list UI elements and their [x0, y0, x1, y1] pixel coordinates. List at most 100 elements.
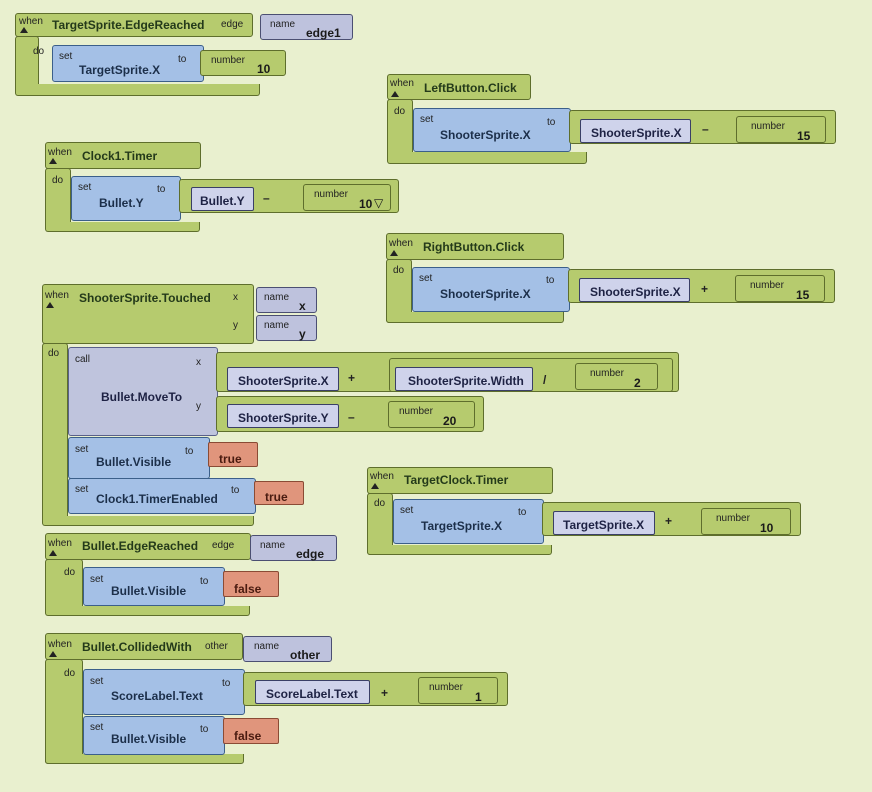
get-shootersprite-x[interactable]: ShooterSprite.X — [580, 119, 691, 143]
set-prop: Clock1.TimerEnabled — [96, 492, 218, 506]
param-name-value: other — [290, 648, 320, 662]
event-title: Clock1.Timer — [82, 149, 158, 163]
set-prop: Bullet.Visible — [111, 584, 187, 598]
set-targetsprite-x[interactable]: set TargetSprite.X to — [52, 45, 204, 82]
set-targetsprite-x[interactable]: set TargetSprite.X to — [393, 499, 544, 544]
do-label: do — [394, 106, 406, 117]
collapse-icon[interactable] — [49, 158, 57, 164]
number-block[interactable]: number 10 — [701, 508, 791, 535]
collapse-icon[interactable] — [46, 302, 54, 308]
name-param[interactable]: name edge1 — [260, 14, 353, 40]
event-title: Bullet.EdgeReached — [82, 539, 199, 553]
to-label: to — [222, 678, 231, 689]
set-bullet-y[interactable]: set Bullet.Y to — [71, 176, 181, 221]
set-shootersprite-x[interactable]: set ShooterSprite.X to — [413, 108, 571, 152]
number-block[interactable]: number 10 ▽ — [303, 184, 391, 211]
set-scorelabel-text[interactable]: set ScoreLabel.Text to — [83, 669, 245, 715]
number-label: number — [399, 406, 433, 417]
get-prop: TargetSprite.X — [563, 518, 645, 532]
to-label: to — [200, 724, 209, 735]
get-prop: ScoreLabel.Text — [266, 687, 358, 701]
minus-sign: – — [263, 191, 270, 205]
set-prop: ShooterSprite.X — [440, 287, 531, 301]
name-param-x[interactable]: name x — [256, 287, 317, 313]
set-prop: TargetSprite.X — [79, 63, 161, 77]
to-label: to — [178, 54, 187, 65]
set-shootersprite-x[interactable]: set ShooterSprite.X to — [412, 267, 570, 312]
collapse-icon[interactable] — [371, 483, 379, 489]
get-prop: ShooterSprite.Width — [408, 374, 524, 388]
number-block[interactable]: number 20 — [388, 401, 475, 428]
set-label: set — [419, 273, 433, 284]
get-shootersprite-x[interactable]: ShooterSprite.X — [579, 278, 690, 302]
number-label: number — [590, 368, 624, 379]
number-block[interactable]: number 2 — [575, 363, 658, 390]
set-clock1-timerenabled[interactable]: set Clock1.TimerEnabled to — [68, 478, 256, 514]
set-bullet-visible[interactable]: set Bullet.Visible to — [83, 567, 225, 606]
number-block[interactable]: number 15 — [735, 275, 825, 302]
do-label: do — [64, 567, 76, 578]
collapse-icon[interactable] — [49, 651, 57, 657]
number-value: 10 — [359, 197, 373, 211]
collapse-icon[interactable] — [391, 91, 399, 97]
get-targetsprite-x[interactable]: TargetSprite.X — [553, 511, 655, 535]
set-label: set — [420, 114, 434, 125]
set-prop: ScoreLabel.Text — [111, 689, 203, 703]
dropdown-icon[interactable]: ▽ — [374, 196, 384, 210]
get-shootersprite-x[interactable]: ShooterSprite.X — [227, 367, 339, 391]
false-block[interactable]: false — [223, 571, 279, 597]
set-label: set — [90, 574, 104, 585]
set-label: set — [400, 505, 414, 516]
name-label: name — [264, 320, 290, 331]
set-bullet-visible[interactable]: set Bullet.Visible to — [68, 437, 210, 479]
number-label: number — [314, 189, 348, 200]
method-name: Bullet.MoveTo — [101, 390, 183, 404]
name-param-y[interactable]: name y — [256, 315, 317, 341]
when-label: when — [48, 538, 72, 549]
number-block[interactable]: number 10 — [200, 50, 286, 76]
get-scorelabel-text[interactable]: ScoreLabel.Text — [255, 680, 370, 704]
divide-sign: / — [543, 373, 547, 387]
call-bullet-moveto[interactable]: call Bullet.MoveTo x y — [68, 347, 218, 436]
name-param[interactable]: name edge — [250, 535, 337, 561]
when-label: when — [19, 16, 43, 27]
bool-value: true — [219, 452, 242, 466]
name-param[interactable]: name other — [243, 636, 332, 662]
arg-x-label: x — [196, 357, 201, 368]
collapse-icon[interactable] — [49, 550, 57, 556]
number-block[interactable]: number 15 — [736, 116, 826, 143]
get-bullet-y[interactable]: Bullet.Y — [191, 187, 254, 211]
true-block[interactable]: true — [254, 481, 304, 505]
to-label: to — [231, 485, 240, 496]
number-value: 15 — [796, 288, 810, 302]
number-value: 15 — [797, 129, 811, 143]
plus-sign: + — [701, 282, 709, 296]
do-label: do — [374, 498, 386, 509]
param-label: other — [205, 641, 228, 652]
number-block[interactable]: number 1 — [418, 677, 498, 704]
number-label: number — [429, 682, 463, 693]
event-title: TargetSprite.EdgeReached — [52, 18, 205, 32]
minus-sign: – — [702, 122, 709, 136]
get-shootersprite-y[interactable]: ShooterSprite.Y — [227, 404, 339, 428]
do-label: do — [48, 348, 60, 359]
do-label: do — [52, 175, 64, 186]
do-label: do — [64, 668, 76, 679]
collapse-icon[interactable] — [20, 27, 28, 33]
collapse-icon[interactable] — [390, 250, 398, 256]
set-prop: Bullet.Visible — [96, 455, 172, 469]
to-label: to — [157, 184, 166, 195]
false-block[interactable]: false — [223, 718, 279, 744]
number-value: 20 — [443, 414, 457, 428]
bool-value: false — [234, 582, 262, 596]
set-label: set — [59, 51, 73, 62]
set-label: set — [75, 444, 89, 455]
get-shootersprite-width[interactable]: ShooterSprite.Width — [395, 367, 533, 391]
param-name-value: edge1 — [306, 26, 341, 40]
set-bullet-visible[interactable]: set Bullet.Visible to — [83, 716, 225, 755]
number-value: 1 — [475, 690, 482, 704]
set-label: set — [90, 676, 104, 687]
to-label: to — [185, 446, 194, 457]
true-block[interactable]: true — [208, 442, 258, 467]
